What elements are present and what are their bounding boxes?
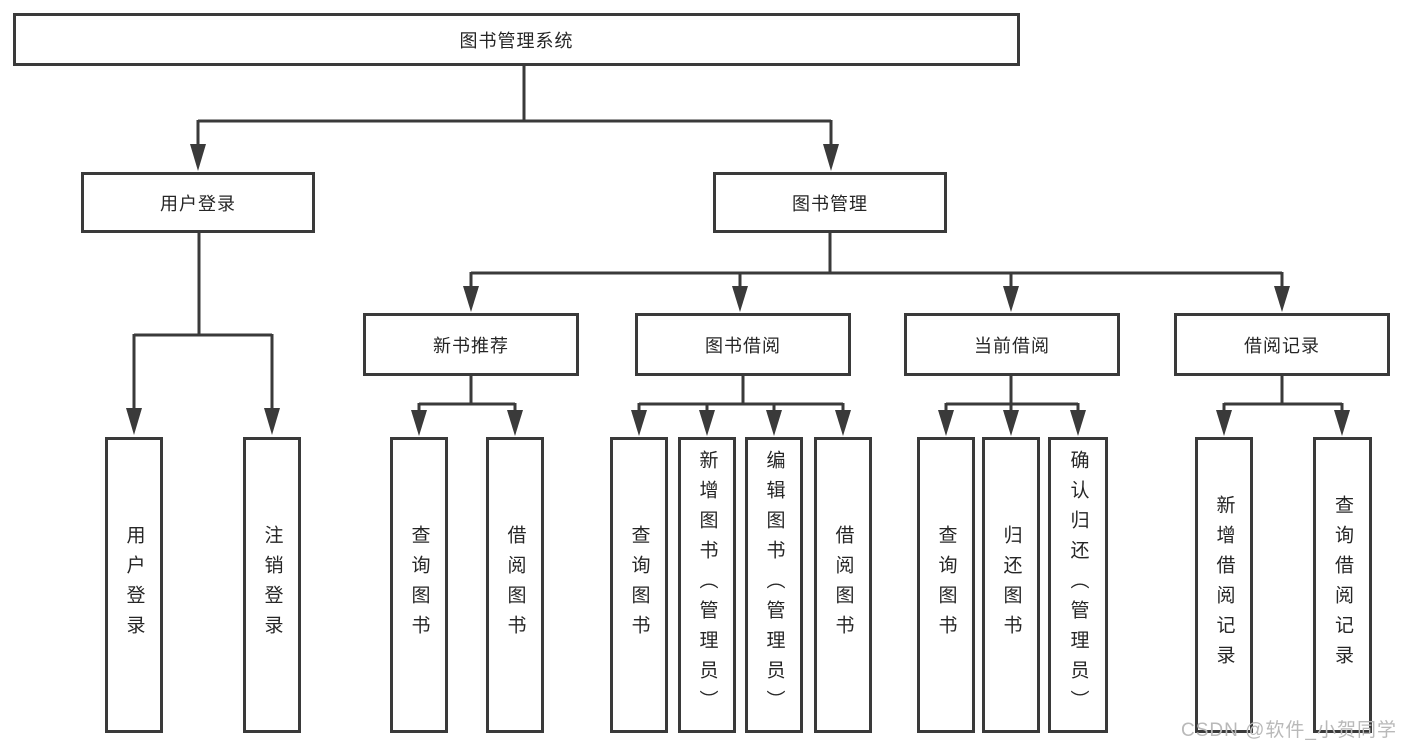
csdn-watermark: CSDN @软件_小贺同学 bbox=[1181, 720, 1397, 741]
node-library-system: 图书管理系统 bbox=[13, 13, 1020, 66]
leaf-query-books-recommend-label: 查询图书 bbox=[408, 525, 430, 645]
leaf-query-borrow-record-label: 查询借阅记录 bbox=[1332, 495, 1353, 675]
node-new-book-recommendation: 新书推荐 bbox=[363, 313, 579, 376]
leaf-confirm-return-admin-label: 确认归还（管理员） bbox=[1067, 450, 1089, 720]
node-current-borrowing-label: 当前借阅 bbox=[974, 335, 1050, 356]
leaf-add-borrow-record-label: 新增借阅记录 bbox=[1213, 495, 1235, 675]
leaf-query-books-borrow-label: 查询图书 bbox=[628, 525, 650, 645]
node-borrowing-records: 借阅记录 bbox=[1174, 313, 1390, 376]
leaf-borrow-books-recommend-label: 借阅图书 bbox=[504, 525, 526, 645]
leaf-add-books-admin-label: 新增图书（管理员） bbox=[696, 450, 718, 720]
leaf-query-borrow-record: 查询借阅记录 bbox=[1313, 437, 1372, 733]
node-book-borrowing-label: 图书借阅 bbox=[705, 335, 781, 356]
node-borrowing-records-label: 借阅记录 bbox=[1244, 335, 1320, 356]
leaf-user-login: 用户登录 bbox=[105, 437, 163, 733]
leaf-query-books-current-label: 查询图书 bbox=[935, 525, 957, 645]
leaf-user-login-label: 用户登录 bbox=[123, 525, 145, 645]
leaf-add-borrow-record: 新增借阅记录 bbox=[1195, 437, 1253, 733]
leaf-borrow-books-recommend: 借阅图书 bbox=[486, 437, 544, 733]
leaf-query-books-borrow: 查询图书 bbox=[610, 437, 668, 733]
node-library-system-label: 图书管理系统 bbox=[459, 30, 574, 51]
node-book-management: 图书管理 bbox=[713, 172, 947, 233]
leaf-borrow-books-label: 借阅图书 bbox=[832, 525, 854, 645]
leaf-logout-login-label: 注销登录 bbox=[261, 525, 283, 645]
leaf-confirm-return-admin: 确认归还（管理员） bbox=[1048, 437, 1108, 733]
leaf-query-books-current: 查询图书 bbox=[917, 437, 975, 733]
node-user-login-label: 用户登录 bbox=[160, 193, 236, 214]
leaf-edit-books-admin: 编辑图书（管理员） bbox=[745, 437, 803, 733]
leaf-return-books: 归还图书 bbox=[982, 437, 1040, 733]
node-current-borrowing: 当前借阅 bbox=[904, 313, 1120, 376]
leaf-logout-login: 注销登录 bbox=[243, 437, 301, 733]
leaf-return-books-label: 归还图书 bbox=[1000, 525, 1022, 645]
leaf-edit-books-admin-label: 编辑图书（管理员） bbox=[763, 450, 785, 720]
node-user-login: 用户登录 bbox=[81, 172, 315, 233]
node-book-borrowing: 图书借阅 bbox=[635, 313, 851, 376]
leaf-borrow-books: 借阅图书 bbox=[814, 437, 872, 733]
node-book-management-label: 图书管理 bbox=[792, 193, 868, 214]
node-new-book-recommendation-label: 新书推荐 bbox=[433, 335, 509, 356]
leaf-add-books-admin: 新增图书（管理员） bbox=[678, 437, 736, 733]
leaf-query-books-recommend: 查询图书 bbox=[390, 437, 448, 733]
